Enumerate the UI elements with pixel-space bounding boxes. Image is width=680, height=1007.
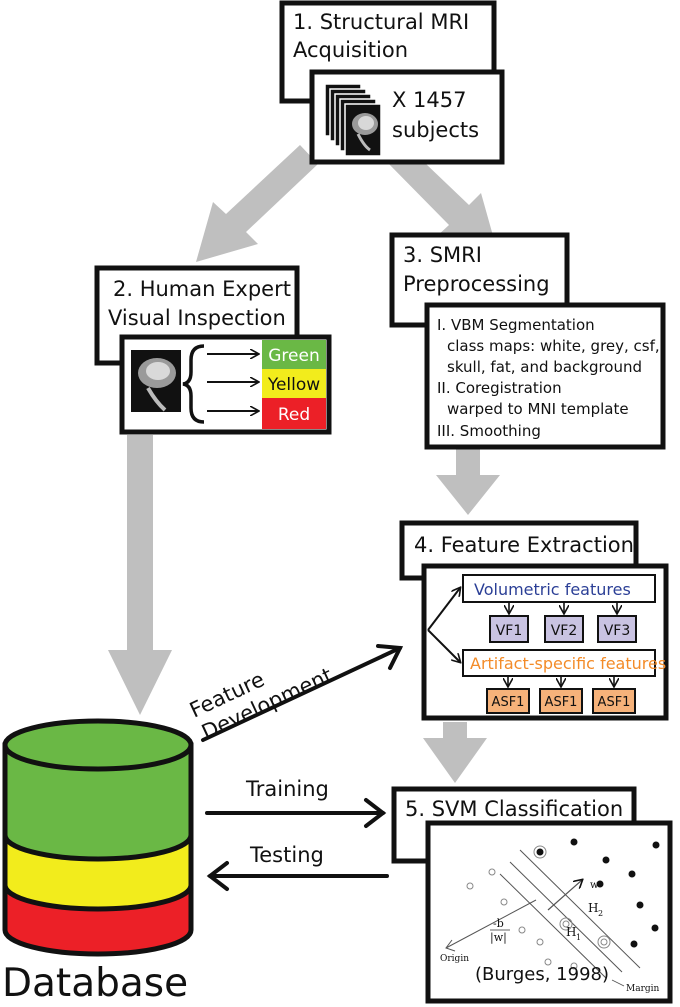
rating-green-label: Green xyxy=(268,346,319,366)
flow-arrows xyxy=(108,142,500,783)
feature-development-arrow xyxy=(201,646,402,742)
rating-yellow-label: Yellow xyxy=(267,375,320,395)
vf1-label: VF1 xyxy=(496,623,523,639)
svm-h2-label: H xyxy=(588,901,598,915)
arrow-s3-to-s4 xyxy=(436,448,500,515)
arrow-s4-to-s5 xyxy=(423,722,487,783)
rating-red-box xyxy=(262,398,326,429)
volumetric-label: Volumetric features xyxy=(474,580,631,599)
artifact-label: Artifact-specific features xyxy=(470,654,666,673)
db-top xyxy=(2,718,194,772)
vf-down-arrows xyxy=(509,602,617,613)
testing-label: Testing xyxy=(249,843,324,867)
arrow-s1-to-s3 xyxy=(385,142,497,250)
step2-title-line1: 2. Human Expert xyxy=(113,277,291,301)
step1-title-line1: 1. Structural MRI xyxy=(293,10,469,34)
step3-line5: warped to MNI template xyxy=(447,400,629,418)
svm-citation: (Burges, 1998) xyxy=(475,964,609,985)
arrow-s2-to-db xyxy=(108,435,172,715)
rating-arrows xyxy=(207,354,258,411)
vf2-label: VF2 xyxy=(551,623,578,639)
svm-origin-label: Origin xyxy=(440,954,469,964)
vf3-box xyxy=(597,615,637,643)
asf1-label-c: ASF1 xyxy=(598,695,631,710)
database-label: Database xyxy=(2,961,188,1006)
step1-group: 1. Structural MRI Acquisition X 1457 sub… xyxy=(279,0,505,165)
vf2-box xyxy=(544,615,584,643)
vf3-label: VF3 xyxy=(604,623,631,639)
step3-line6: III. Smoothing xyxy=(437,422,541,440)
rating-red-label: Red xyxy=(278,405,310,425)
asf1-box-b xyxy=(539,688,583,714)
curly-brace xyxy=(182,344,205,424)
feature-branch-arrows xyxy=(427,588,460,662)
mri-stack-icon xyxy=(324,83,382,157)
database-cylinder xyxy=(2,718,194,957)
mri-slice-icon xyxy=(131,350,181,412)
svm-h2-sub: 2 xyxy=(598,909,603,918)
svm-h1-sub: 1 xyxy=(576,933,581,942)
step2-group: 2. Human Expert Visual Inspection Green … xyxy=(94,265,332,435)
step1-inner-line1: X 1457 xyxy=(392,88,467,112)
step3-line2: class maps: white, grey, csf, xyxy=(447,337,660,355)
asf-down-arrows xyxy=(508,676,614,686)
vf1-box xyxy=(489,615,529,643)
step1-inner-line2: subjects xyxy=(392,118,479,142)
asf1-box-c xyxy=(592,688,636,714)
svm-w-label: w xyxy=(590,880,599,891)
training-label: Training xyxy=(245,777,329,801)
step1-title-line2: Acquisition xyxy=(293,38,408,62)
black-arrows xyxy=(201,644,404,891)
rating-yellow-box xyxy=(262,369,326,398)
step4-title: 4. Feature Extraction xyxy=(414,533,634,557)
volumetric-header-box xyxy=(462,574,656,603)
asf1-label-b: ASF1 xyxy=(545,695,578,710)
step3-group: 3. SMRI Preprocessing I. VBM Segmentatio… xyxy=(389,232,666,450)
rating-green-box xyxy=(262,340,326,369)
step2-title-line2: Visual Inspection xyxy=(108,306,286,330)
step3-line3: skull, fat, and background xyxy=(447,358,642,376)
step3-line4: II. Coregistration xyxy=(437,379,562,397)
step4-group: 4. Feature Extraction Volumetric feature… xyxy=(399,520,669,721)
artifact-header-box xyxy=(462,649,656,677)
step3-line1: I. VBM Segmentation xyxy=(437,316,595,334)
step5-title: 5. SVM Classification xyxy=(405,797,623,821)
arrow-s1-to-s2 xyxy=(196,145,318,262)
svm-figure: w H 2 H 1 -b |w| Origin Margin xyxy=(440,838,660,994)
svm-margin-label: Margin xyxy=(626,984,660,994)
db-green-segment xyxy=(2,742,194,862)
step3-title-line1: 3. SMRI xyxy=(403,243,482,267)
asf1-label-a: ASF1 xyxy=(492,695,525,710)
asf1-box-a xyxy=(486,688,530,714)
step5-group: 5. SVM Classification w H xyxy=(391,786,673,1004)
svm-b-den: |w| xyxy=(490,931,507,945)
svm-h1-label: H xyxy=(566,925,576,939)
svm-b-num: -b xyxy=(493,917,504,930)
step3-title-line2: Preprocessing xyxy=(403,272,550,296)
